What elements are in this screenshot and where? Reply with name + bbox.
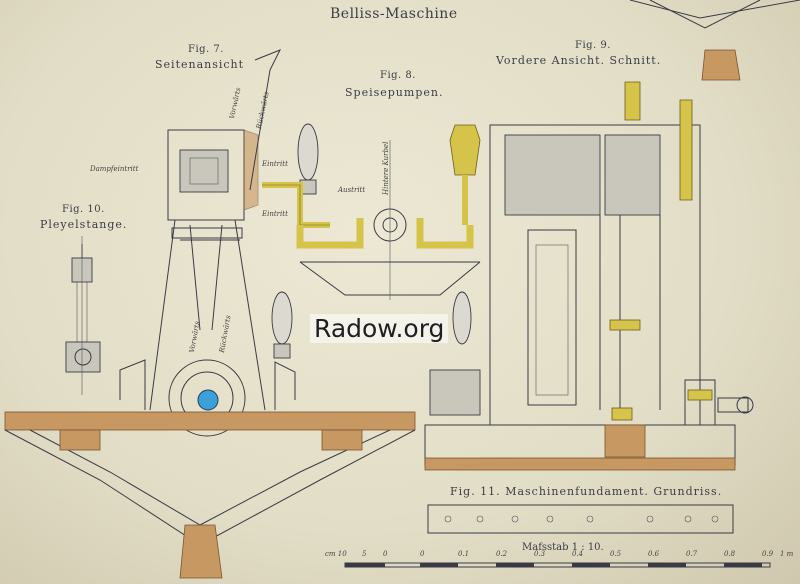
- scale-tick-label: 0.6: [648, 550, 660, 558]
- fig11-title-text: Maschinenfundament. Grundriss.: [505, 485, 723, 498]
- scale-tick-label: 0.7: [686, 550, 698, 558]
- scale-tick-label: 0.1: [458, 550, 470, 558]
- scale-tick-label: 0: [383, 550, 388, 558]
- fig7-number: Fig. 7.: [188, 44, 224, 55]
- scale-unit-left: cm 10: [325, 550, 347, 558]
- fig9-title: Vordere Ansicht. Schnitt.: [496, 54, 662, 67]
- scale-tick-label: 0.8: [724, 550, 736, 558]
- scale-label: Mafsstab 1 : 10.: [522, 542, 604, 553]
- fig8-number: Fig. 8.: [380, 70, 416, 81]
- label-dampfeintritt: Dampfeintritt: [90, 165, 139, 173]
- fig10-connecting-rod: [65, 236, 101, 395]
- scale-tick-label: 1 m: [780, 550, 794, 558]
- fig11-title: Fig. 11. Maschinenfundament. Grundriss.: [450, 485, 722, 498]
- fig9-number: Fig. 9.: [575, 40, 611, 51]
- fig10-title: Pleyelstange.: [40, 218, 128, 231]
- fig8-feed-pumps: [296, 124, 481, 300]
- fig11-number: Fig. 11.: [450, 485, 501, 498]
- label-eintritt-top: Eintritt: [262, 160, 288, 168]
- label-hintere-kurbel: Hintere Kurbel: [382, 141, 390, 195]
- fig10-number: Fig. 10.: [62, 204, 105, 215]
- top-right-foundation-corner: [629, 0, 800, 81]
- scale-tick-label: 0.2: [496, 550, 508, 558]
- plate-title: Belliss-Maschine: [330, 6, 458, 22]
- fig8-title: Speisepumpen.: [345, 86, 444, 99]
- scale-tick-label: 0: [420, 550, 425, 558]
- watermark: Radow.org: [310, 314, 449, 343]
- fig7-title: Seitenansicht: [155, 58, 245, 71]
- label-eintritt-bottom: Eintritt: [262, 210, 288, 218]
- scale-bar: [344, 562, 771, 568]
- scale-tick-label: 5: [362, 550, 367, 558]
- label-austritt: Austritt: [338, 186, 366, 194]
- scale-tick-label: 0.5: [610, 550, 622, 558]
- scale-tick-label: 0.3: [534, 550, 546, 558]
- fig11-foundation-plan: [427, 504, 734, 534]
- scale-tick-label: 0.9: [762, 550, 774, 558]
- foundation-wood: [4, 411, 736, 579]
- fig7-side-view: [119, 49, 330, 437]
- scale-tick-label: 0.4: [572, 550, 584, 558]
- fig9-front-section: [429, 81, 754, 426]
